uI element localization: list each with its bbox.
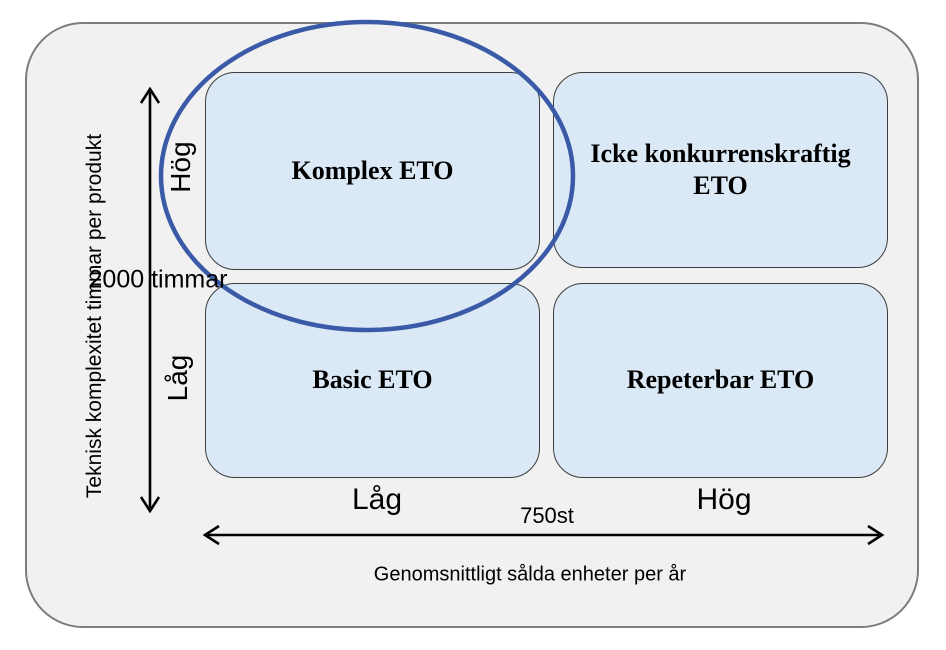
quadrant-label: Basic ETO [312, 365, 433, 395]
quadrant-komplex-eto: Komplex ETO [205, 72, 540, 270]
y-axis-high-label: Hög [165, 141, 196, 193]
quadrant-repeterbar-eto: Repeterbar ETO [553, 283, 888, 478]
x-axis-low-label: Låg [351, 483, 403, 516]
y-axis-threshold-label: 2000 timmar [88, 265, 228, 294]
quadrant-label: Repeterbar ETO [626, 365, 815, 395]
quadrant-basic-eto: Basic ETO [205, 283, 540, 478]
y-axis-low-label: Låg [162, 354, 193, 402]
y-axis-title: Teknisk komplexitet timmar per produkt [83, 133, 106, 499]
x-axis-threshold-label: 750st [520, 503, 574, 528]
quadrant-icke-konkurrenskraftig-eto: Icke konkurrenskraftig ETO [553, 72, 888, 268]
quadrant-label: Icke konkurrenskraftig ETO [590, 138, 851, 201]
x-axis-high-label: Hög [696, 483, 752, 516]
x-axis-title: Genomsnittligt sålda enheter per år [373, 563, 687, 586]
quadrant-label: Komplex ETO [291, 155, 454, 185]
